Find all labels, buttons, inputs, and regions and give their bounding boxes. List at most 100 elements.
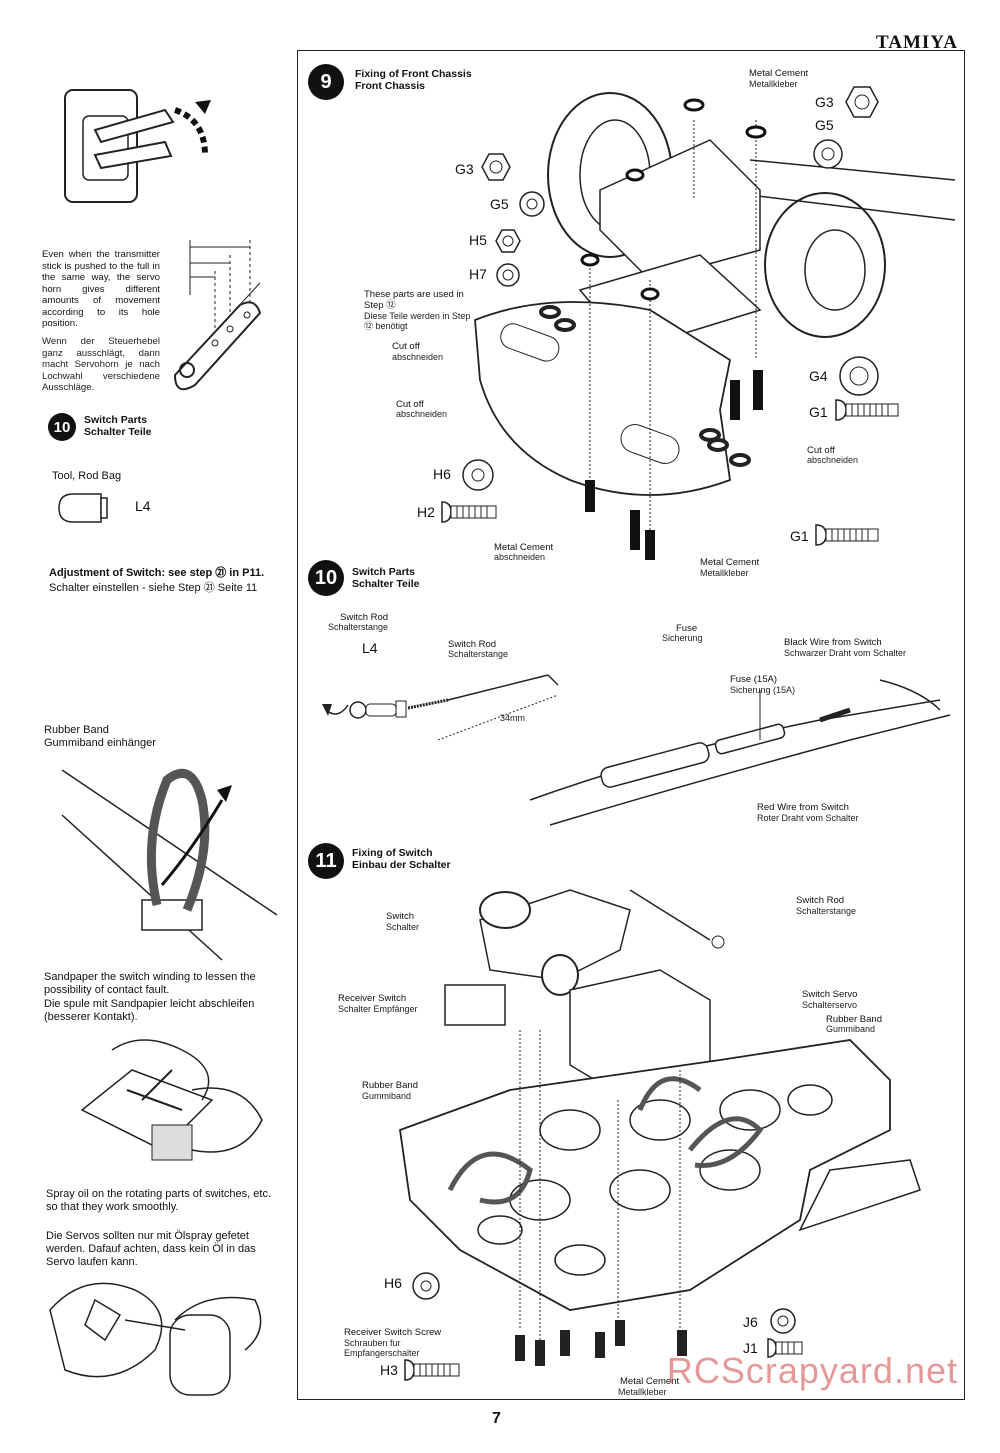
cut-off-label-3-en: Cut off [807,445,835,456]
assembly-steps-frame [297,50,965,1400]
metal-cement-label-top-en: Metal Cement [749,68,809,79]
washer-h6-step9-icon [462,459,494,491]
switch-mounting-diagram [399,889,921,1366]
metal-cement-step11-de: Metallkleber [618,1387,667,1397]
washer-h7-icon [496,263,520,287]
step-9-title-en: Fixing of Front Chassis [355,68,472,80]
front-chassis-diagram [474,92,956,560]
switch-rod-label-step11-de: Schalterstange [796,906,857,916]
switch-rod-label-en: Switch Rod [448,639,497,650]
step-10-title-de: Schalter Teile [352,578,420,590]
part-g5-left: G5 [490,196,509,212]
screw-h2-icon [441,501,497,523]
part-g3-left: G3 [455,161,474,177]
washer-g5-left-icon [519,191,545,217]
receiver-switch-label-de: Schalter Empfänger [338,1004,418,1014]
nut-g3-icon [845,86,879,118]
spray-note-en: Spray oil on the rotating parts of switc… [46,1188,272,1213]
red-wire-label-de: Roter Draht vom Schalter [757,813,859,823]
nut-h5-icon [495,229,521,253]
receiver-screw-label-en: Receiver Switch Screw [344,1327,442,1338]
step-10-title-left-de: Schalter Teile [84,426,152,438]
washer-j6-icon [770,1308,796,1334]
sandpaper-note-en: Sandpaper the switch winding to lessen t… [44,971,256,996]
sandpaper-illustration [80,1039,263,1161]
cut-off-label-1-en: Cut off [392,341,420,352]
switch-rod-diagram [322,674,559,741]
part-g3-right: G3 [815,94,834,110]
rubber-band-label-left-de: Gummiband [362,1091,412,1101]
black-wire-label-de: Schwarzer Draht vom Schalter [784,648,907,658]
metal-cement-label-right-en: Metal Cement [700,557,760,568]
fuse-bag-label-de: Sicherung [662,633,703,643]
watermark: RCScrapyard.net [666,1350,958,1391]
switch-label-en: Switch [386,911,414,922]
part-l4-step10: L4 [362,640,378,656]
part-g1-upper: G1 [809,404,828,420]
rubber-band-label-de: Gummiband einhänger [44,737,156,749]
screw-g1-lower-icon [815,524,879,546]
parts-used-note-en: These parts are used in Step ⑫ [364,289,464,311]
rubber-band-label-right-en: Rubber Band [826,1014,882,1025]
switch-servo-label-en: Switch Servo [802,989,858,1000]
cut-off-label-2-de: abschneiden [396,409,448,419]
metal-cement-label-bottom-en: Metal Cement [494,542,554,553]
metal-cement-label-right-de: Metallkleber [700,568,749,578]
brand-logo: TAMIYA [875,32,958,53]
spray-note-de: Die Servos sollten nur mit Ölspray gefet… [46,1230,256,1268]
rubber-band-label-en: Rubber Band [44,724,109,736]
part-h6-step11: H6 [384,1275,402,1291]
part-g1-lower: G1 [790,528,809,544]
step-10-badge: 10 [308,560,344,596]
washer-h6-step11-icon [412,1272,440,1300]
sandpaper-note-de: Die spule mit Sandpapier leicht abschlei… [44,998,255,1023]
part-h5: H5 [469,232,487,248]
part-l4-left: L4 [135,498,151,514]
step-9-badge: 9 [308,64,344,100]
step-10-badge-left: 10 [48,413,76,441]
parts-used-note-de: Diese Teile werden in Step ⑫ benötigt [364,311,471,331]
step-11-title-en: Fixing of Switch [352,847,433,859]
page-number: 7 [492,1410,501,1427]
transmitter-note-en: Even when the transmitter stick is pushe… [42,249,160,329]
part-g5-right: G5 [815,117,834,133]
metal-cement-label-bottom-de: abschneiden [494,552,546,562]
rod-length-dimension: 34mm [500,713,526,723]
step-11-badge: 11 [308,843,344,879]
step-10-title-left-en: Switch Parts [84,414,148,426]
switch-rod-label-step11-en: Switch Rod [796,895,845,906]
fuse-15a-label-de: Sicherung (15A) [730,685,796,695]
part-j1: J1 [743,1340,758,1356]
step-11-title-de: Einbau der Schalter [352,859,451,871]
washer-g4-icon [839,356,879,396]
nut-g3-left-icon [481,153,511,181]
servo-horn-diagram [173,240,262,391]
part-h2: H2 [417,504,435,520]
screw-g1-upper-icon [835,399,899,421]
adjust-switch-en: Adjustment of Switch: see step ㉑ in P11. [49,567,265,579]
fuse-wiring-diagram [529,679,951,826]
spray-illustration [49,1282,262,1396]
l4-ball-end-icon [58,493,108,523]
part-h7: H7 [469,266,487,282]
metal-cement-step11-en: Metal Cement [620,1376,680,1387]
cut-off-label-1-de: abschneiden [392,352,444,362]
rubber-band-label-left-en: Rubber Band [362,1080,418,1091]
step-10-title-en: Switch Parts [352,566,416,578]
switch-rod-bag-label-de: Schalterstange [328,622,389,632]
part-j6: J6 [743,1314,758,1330]
cut-off-label-2-en: Cut off [396,399,424,410]
rubber-band-label-right-de: Gummiband [826,1024,876,1034]
metal-cement-label-top-de: Metallkleber [749,79,798,89]
part-g4: G4 [809,368,828,384]
washer-g5-icon [813,139,843,169]
black-wire-label-en: Black Wire from Switch [784,637,882,648]
red-wire-label-en: Red Wire from Switch [757,802,849,813]
fuse-bag-label-en: Fuse [676,623,698,634]
cut-off-label-3-de: abschneiden [807,455,859,465]
transmitter-note-de: Wenn der Steuerhebel ganz ausschlägt, da… [42,336,160,393]
switch-label-de: Schalter [386,922,420,932]
rubber-band-illustration [61,768,278,961]
part-h3: H3 [380,1362,398,1378]
switch-rod-label-de: Schalterstange [448,649,509,659]
